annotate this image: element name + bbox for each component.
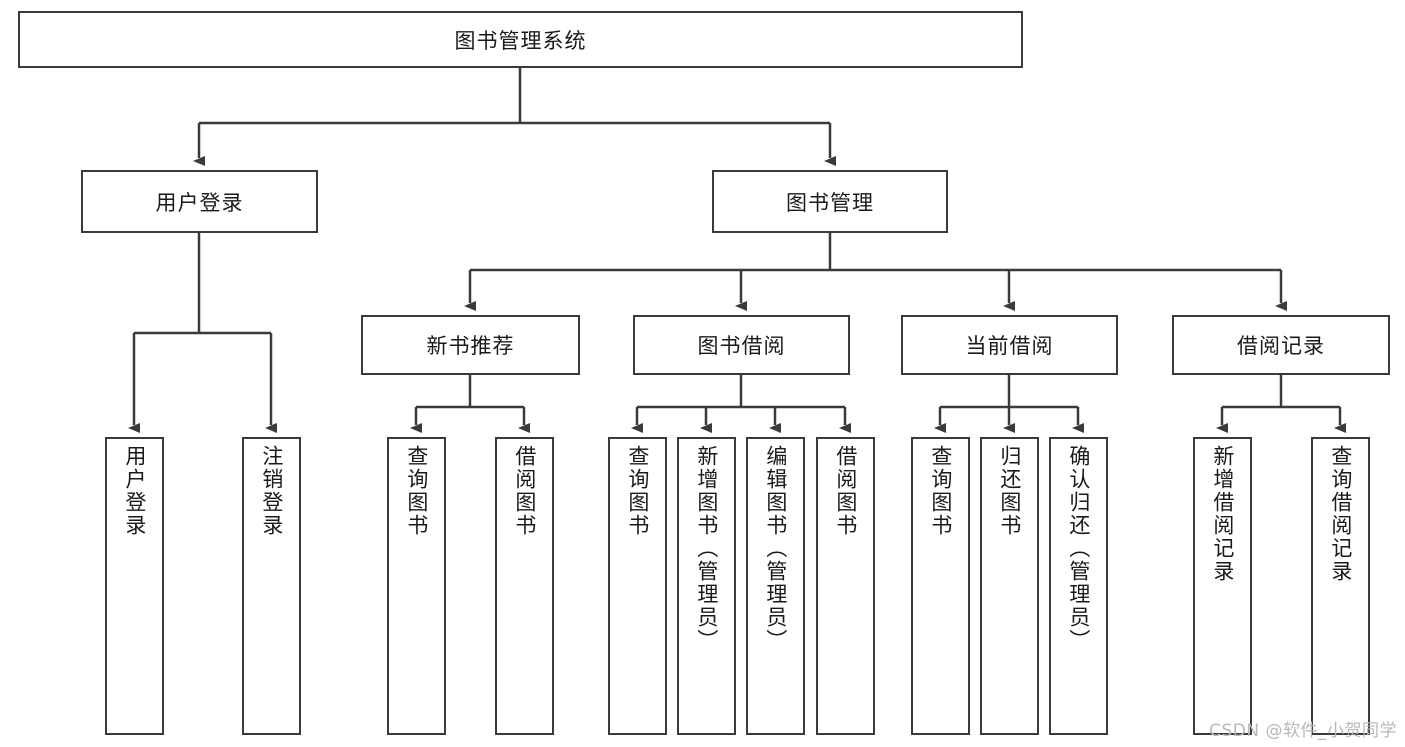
leaf-book-borrow-query[interactable]: 查询图书 <box>608 437 667 735</box>
node-label: 查询借阅记录 <box>1328 445 1353 583</box>
node-label: 查询图书 <box>625 445 650 537</box>
node-book-management[interactable]: 图书管理 <box>712 170 948 233</box>
node-label: 借阅图书 <box>512 445 537 537</box>
node-label: 借阅图书 <box>833 445 858 537</box>
leaf-book-borrow-add[interactable]: 新增图书（管理员） <box>677 437 736 735</box>
node-new-book-recommend[interactable]: 新书推荐 <box>361 315 580 375</box>
node-label: 新增图书（管理员） <box>694 445 719 652</box>
node-label: 编辑图书（管理员） <box>763 445 788 652</box>
node-book-borrow[interactable]: 图书借阅 <box>633 315 850 375</box>
node-label: 图书借阅 <box>697 334 786 358</box>
leaf-book-borrow-borrow[interactable]: 借阅图书 <box>816 437 875 735</box>
node-label: 新增借阅记录 <box>1210 445 1235 583</box>
leaf-current-borrow-query[interactable]: 查询图书 <box>911 437 970 735</box>
node-label: 用户登录 <box>155 190 244 215</box>
node-label: 图书管理系统 <box>454 28 587 53</box>
node-label: 图书管理 <box>786 190 874 215</box>
leaf-user-login-login[interactable]: 用户登录 <box>105 437 164 735</box>
leaf-borrow-record-add[interactable]: 新增借阅记录 <box>1193 437 1252 735</box>
node-label: 查询图书 <box>928 445 953 537</box>
node-label: 当前借阅 <box>965 334 1054 358</box>
leaf-borrow-record-query[interactable]: 查询借阅记录 <box>1311 437 1370 735</box>
leaf-new-book-query[interactable]: 查询图书 <box>387 437 446 735</box>
node-label: 用户登录 <box>122 445 147 537</box>
leaf-new-book-borrow[interactable]: 借阅图书 <box>495 437 554 735</box>
leaf-book-borrow-edit[interactable]: 编辑图书（管理员） <box>746 437 805 735</box>
node-book-management-system[interactable]: 图书管理系统 <box>18 11 1023 68</box>
leaf-current-borrow-confirm-return[interactable]: 确认归还（管理员） <box>1049 437 1108 735</box>
node-borrow-record[interactable]: 借阅记录 <box>1172 315 1390 375</box>
node-current-borrow[interactable]: 当前借阅 <box>901 315 1118 375</box>
node-label: 新书推荐 <box>426 334 515 358</box>
leaf-current-borrow-return[interactable]: 归还图书 <box>980 437 1039 735</box>
node-user-login[interactable]: 用户登录 <box>81 170 318 233</box>
leaf-user-login-logout[interactable]: 注销登录 <box>242 437 301 735</box>
node-label: 借阅记录 <box>1237 334 1325 358</box>
csdn-watermark: CSDN @软件_小贺同学 <box>1209 721 1397 741</box>
node-label: 查询图书 <box>404 445 429 537</box>
node-label: 确认归还（管理员） <box>1066 445 1091 652</box>
node-label: 归还图书 <box>997 445 1022 537</box>
node-label: 注销登录 <box>259 445 284 537</box>
